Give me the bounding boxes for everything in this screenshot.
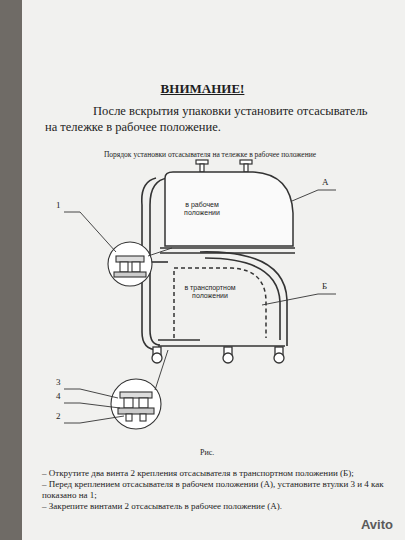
watermark: Avito	[361, 518, 393, 533]
heading: ВНИМАНИЕ!	[0, 82, 405, 97]
callout-number: 3	[56, 377, 61, 387]
figure-caption: Рис.	[200, 448, 214, 457]
body-outline	[163, 168, 295, 248]
instruction-step: – Открутите два винта 2 крепления отсасы…	[42, 468, 392, 478]
callout-number: 1	[56, 200, 61, 210]
figure-heading: Порядок установки отсасывателя на тележк…	[60, 151, 360, 160]
body-outline	[172, 262, 268, 340]
notice-text: После вскрытия упаковки установите отсас…	[45, 104, 380, 135]
callout-letter: А	[322, 177, 329, 187]
callout-letter: Б	[322, 281, 327, 291]
suction-unit-body: в транспортном положении	[172, 262, 268, 340]
instruction-step: – Закрепите винтами 2 отсасыватель в раб…	[42, 501, 392, 511]
position-label: в рабочем положении	[177, 201, 227, 216]
suction-unit-body: в рабочем положении	[163, 168, 295, 248]
paper-sheet	[22, 0, 405, 540]
callout-number: 2	[56, 411, 61, 421]
position-label: в транспортном положении	[180, 284, 240, 299]
instruction-step: – Перед креплением отсасывателя в рабоче…	[42, 479, 392, 500]
callout-number: 4	[56, 391, 61, 401]
